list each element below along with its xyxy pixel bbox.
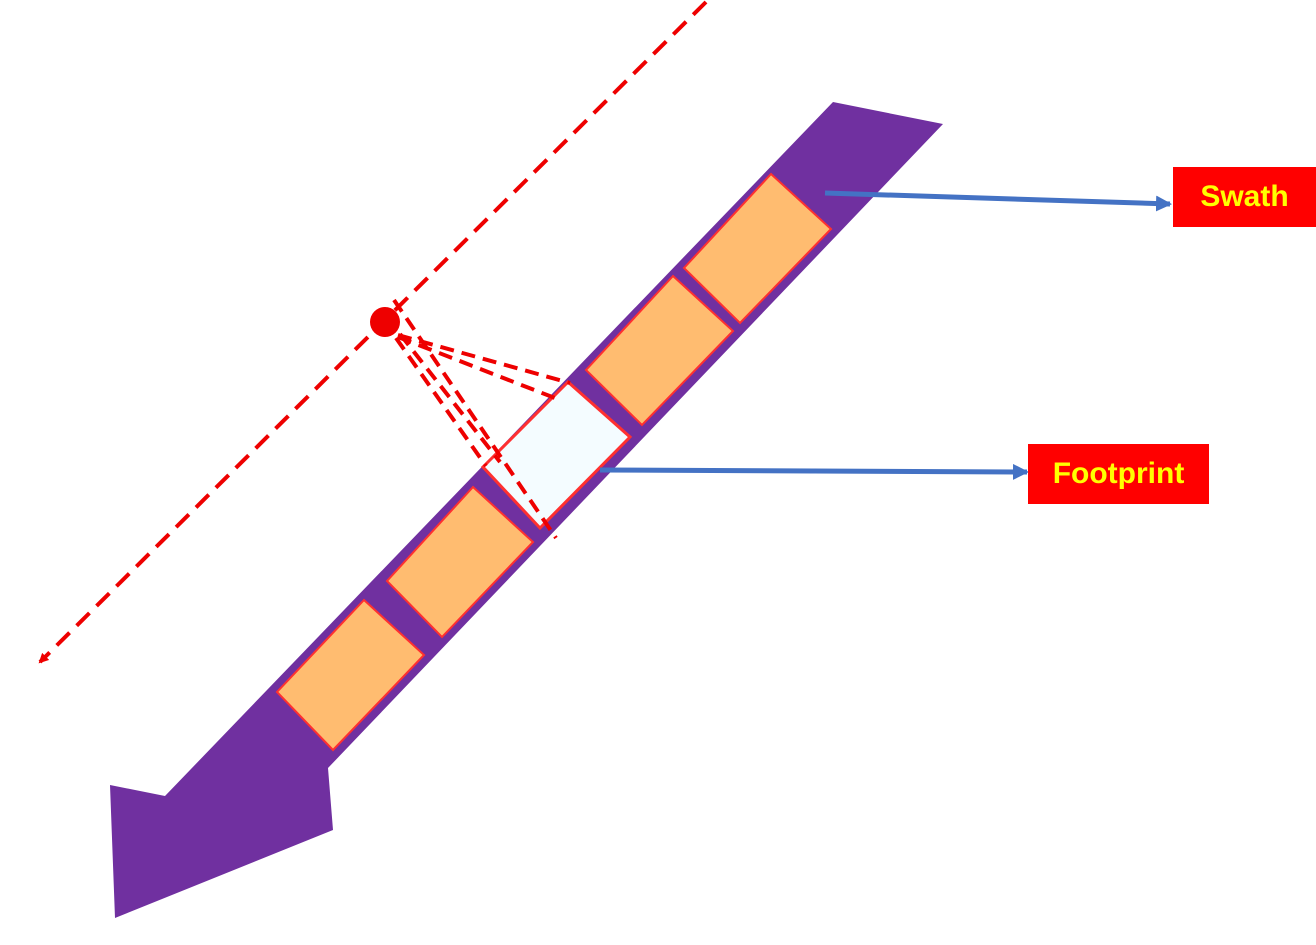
footprint-tile [385,485,535,639]
footprint-tile [584,274,735,427]
sensor-view-lines [392,298,571,540]
footprint-tile [275,598,426,752]
footprint-pointer-arrow [599,463,1029,480]
footprint-label: Footprint [1028,444,1209,504]
satellite-position-dot [370,307,400,337]
swath-label: Swath [1173,167,1316,227]
swath-pointer-arrow [824,190,1172,212]
ground-track-dashed-line [38,0,708,664]
active-footprint-tile [480,379,633,531]
footprint-tile [682,172,833,325]
